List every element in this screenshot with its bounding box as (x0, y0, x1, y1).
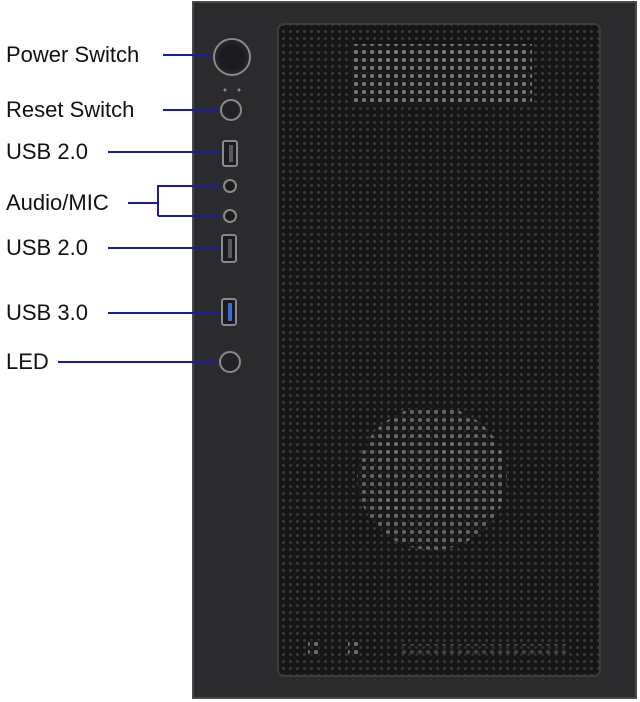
label-usb2-top: USB 2.0 (6, 139, 88, 164)
usb2-port-top (222, 140, 238, 167)
label-power-switch: Power Switch (6, 42, 140, 67)
leader-audio-mic (128, 185, 220, 204)
label-usb3: USB 3.0 (6, 300, 88, 325)
audio-jack (223, 179, 237, 193)
label-audio-mic: Audio/MIC (6, 190, 109, 215)
mesh-top-highlight (352, 44, 532, 106)
mic-jack (223, 209, 237, 223)
led-indicator (219, 351, 241, 373)
mesh-fan-highlight (357, 406, 507, 550)
label-usb2-bottom: USB 2.0 (6, 235, 88, 260)
mesh-bottom-vent-right (348, 640, 360, 658)
power-switch-button (213, 38, 251, 76)
leader-lines (58, 54, 221, 363)
mesh-bottom-strip (400, 644, 570, 656)
usb3-port (221, 298, 237, 326)
reset-switch-button (220, 99, 242, 121)
usb2-port-bottom (221, 234, 237, 263)
label-led: LED (6, 349, 49, 374)
mesh-front-panel (277, 23, 601, 677)
mesh-bottom-vent-left (308, 640, 320, 658)
indicator-dot-right (237, 88, 241, 92)
label-reset-switch: Reset Switch (6, 97, 135, 122)
indicator-dot-left (223, 88, 227, 92)
